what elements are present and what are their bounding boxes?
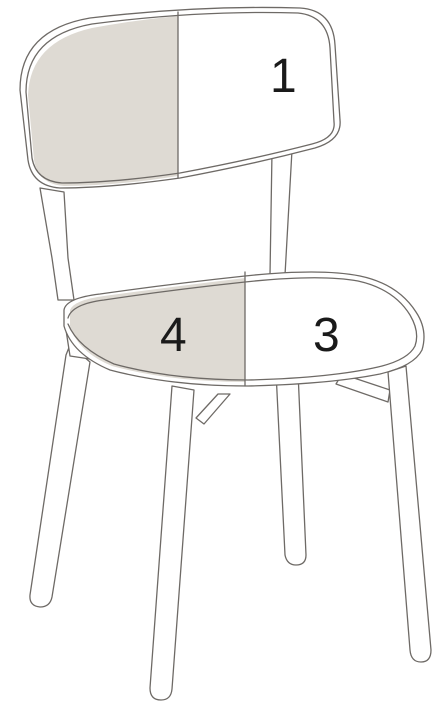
back-leg-right [276, 372, 306, 565]
seat-highlight-zone [70, 278, 245, 382]
back-upright-right [270, 150, 292, 275]
zone-label-4: 4 [160, 309, 187, 362]
zone-label-1: 1 [270, 50, 297, 103]
zone-label-3: 3 [313, 309, 340, 362]
front-leg-left[interactable] [150, 386, 194, 700]
back-leg-left [30, 345, 90, 607]
stretcher-left [196, 394, 230, 424]
front-leg-right[interactable] [388, 366, 431, 662]
back-upright-left [40, 188, 74, 300]
